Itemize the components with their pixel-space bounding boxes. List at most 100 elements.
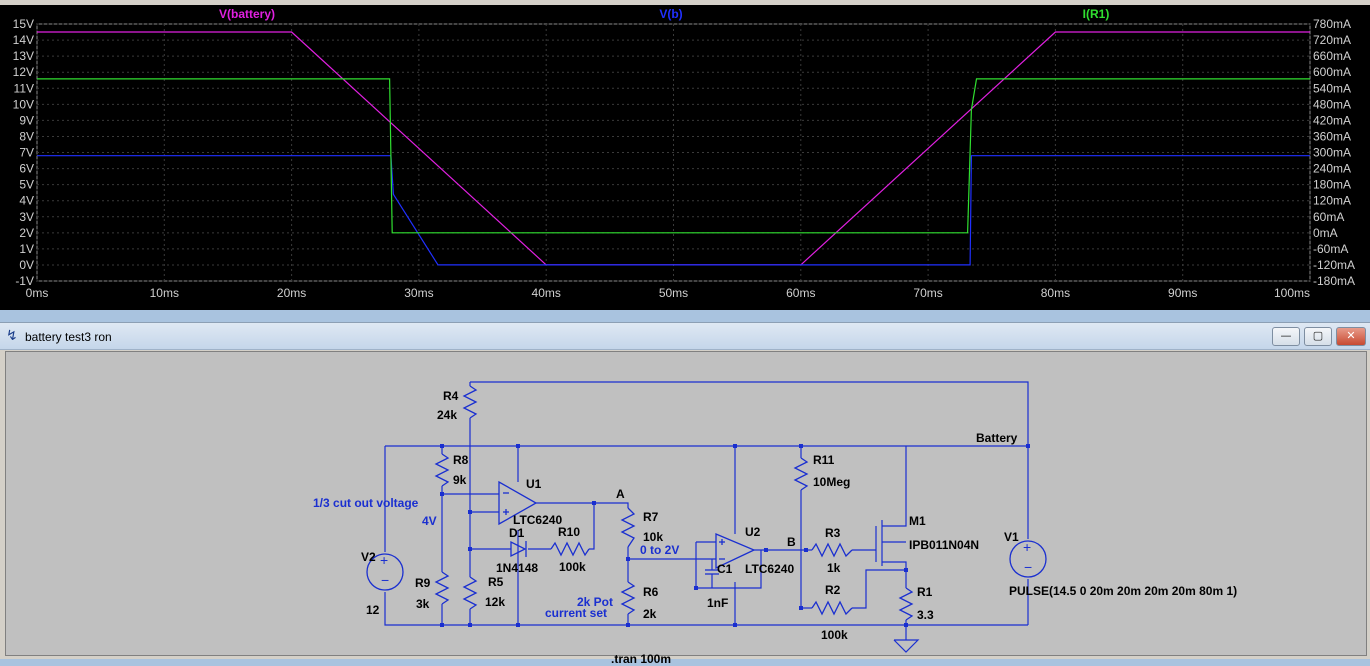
spice-directive[interactable]: .tran 100m — [611, 652, 672, 666]
x-tick-label: 100ms — [1274, 286, 1310, 300]
v1-symbol — [1009, 540, 1047, 578]
u2-value[interactable]: LTC6240 — [745, 562, 795, 576]
y-left-tick-label: 9V — [19, 113, 34, 127]
schematic-window[interactable]: ↯ battery test3 ron — ▢ ✕ — [0, 322, 1370, 666]
r10-symbol — [550, 541, 590, 557]
net-label-battery[interactable]: Battery — [976, 431, 1018, 445]
r2-value[interactable]: 100k — [821, 628, 848, 642]
x-tick-label: 70ms — [913, 286, 942, 300]
r10-value[interactable]: 100k — [559, 560, 586, 574]
schematic-opamps — [498, 480, 756, 570]
y-left-tick-label: 8V — [19, 129, 34, 143]
svg-text:+: + — [1023, 539, 1031, 555]
m1-ref[interactable]: M1 — [909, 514, 926, 528]
svg-text:+: + — [380, 552, 388, 568]
voltage-sources — [366, 540, 1047, 591]
r1-value[interactable]: 3.3 — [917, 608, 934, 622]
schematic-titlebar[interactable]: ↯ battery test3 ron — ▢ ✕ — [0, 323, 1370, 350]
y-right-tick-label: 60mA — [1313, 210, 1344, 224]
schematic-app-icon: ↯ — [6, 328, 18, 344]
v1-ref[interactable]: V1 — [1004, 530, 1019, 544]
v2-value[interactable]: 12 — [366, 603, 380, 617]
r6-symbol — [620, 581, 636, 615]
r10-ref[interactable]: R10 — [558, 525, 581, 539]
close-button[interactable]: ✕ — [1336, 327, 1366, 346]
x-tick-label: 20ms — [277, 286, 306, 300]
trace-label[interactable]: V(battery) — [219, 7, 275, 21]
y-left-tick-label: 6V — [19, 162, 34, 176]
plot-grid — [36, 23, 1311, 282]
r2-ref[interactable]: R2 — [825, 583, 841, 597]
trace-labels[interactable]: V(battery) V(b) I(R1) — [219, 7, 1109, 21]
y-right-tick-label: 720mA — [1313, 33, 1351, 47]
y-left-tick-label: 15V — [13, 17, 34, 31]
m1-value[interactable]: IPB011N04N — [909, 538, 980, 552]
trace-label[interactable]: I(R1) — [1083, 7, 1110, 21]
c1-ref[interactable]: C1 — [717, 562, 733, 576]
r1-ref[interactable]: R1 — [917, 585, 933, 599]
r7-ref[interactable]: R7 — [643, 510, 659, 524]
r7-symbol — [620, 507, 636, 548]
r4-value[interactable]: 24k — [437, 408, 458, 422]
r6-ref[interactable]: R6 — [643, 585, 659, 599]
v2-symbol — [366, 553, 404, 591]
minimize-button[interactable]: — — [1272, 327, 1300, 346]
comment-2k-pot[interactable]: 2k Pot — [577, 595, 614, 609]
d1-value[interactable]: 1N4148 — [496, 561, 539, 575]
r5-ref[interactable]: R5 — [488, 575, 504, 589]
y-right-tick-label: 420mA — [1313, 113, 1351, 127]
r8-ref[interactable]: R8 — [453, 453, 469, 467]
r7-value[interactable]: 10k — [643, 530, 664, 544]
y-right-tick-label: 600mA — [1313, 65, 1351, 79]
maximize-button[interactable]: ▢ — [1304, 327, 1332, 346]
trace-label[interactable]: V(b) — [659, 7, 682, 21]
y-right-tick-label: 240mA — [1313, 162, 1351, 176]
r9-symbol — [434, 571, 450, 605]
r6-value[interactable]: 2k — [643, 607, 657, 621]
v2-ref[interactable]: V2 — [361, 550, 376, 564]
c1-symbol — [705, 569, 719, 575]
schematic-resistors — [434, 385, 914, 621]
r11-value[interactable]: 10Meg — [813, 475, 851, 489]
r9-value[interactable]: 3k — [416, 597, 430, 611]
comment-current-set[interactable]: current set — [545, 606, 608, 620]
u1-value[interactable]: LTC6240 — [513, 513, 563, 527]
pane-splitter[interactable] — [0, 310, 1370, 320]
comment-0-to-2v[interactable]: 0 to 2V — [640, 543, 680, 557]
r4-ref[interactable]: R4 — [443, 389, 459, 403]
comment-cutout-voltage[interactable]: 1/3 cut out voltage — [313, 496, 419, 510]
x-tick-label: 0ms — [26, 286, 49, 300]
y-left-tick-label: -1V — [15, 274, 34, 288]
window-title: battery test3 ron — [25, 330, 112, 344]
r9-ref[interactable]: R9 — [415, 576, 431, 590]
v1-value[interactable]: PULSE(14.5 0 20m 20m 20m 20m 80m 1) — [1009, 584, 1238, 598]
schematic-canvas[interactable]: +− +− R4 24k R8 9k R9 3k R — [5, 351, 1367, 666]
r8-value[interactable]: 9k — [453, 473, 467, 487]
y-right-tick-label: 660mA — [1313, 49, 1351, 63]
r3-value[interactable]: 1k — [827, 561, 841, 575]
comment-4v[interactable]: 4V — [422, 514, 437, 528]
schematic-wires — [384, 381, 1029, 653]
y-left-tick-label: 7V — [19, 146, 34, 160]
y-left-tick-label: 5V — [19, 178, 34, 192]
trace-line-i-r1-[interactable] — [37, 78, 1310, 234]
r5-value[interactable]: 12k — [485, 595, 506, 609]
r11-ref[interactable]: R11 — [813, 453, 835, 467]
c1-value[interactable]: 1nF — [707, 596, 729, 610]
r8-symbol — [434, 453, 450, 487]
x-tick-label: 50ms — [659, 286, 688, 300]
d1-ref[interactable]: D1 — [509, 526, 525, 540]
net-label-a[interactable]: A — [616, 487, 625, 501]
r3-ref[interactable]: R3 — [825, 526, 841, 540]
u1-ref[interactable]: U1 — [526, 477, 542, 491]
net-label-b[interactable]: B — [787, 535, 796, 549]
x-tick-label: 90ms — [1168, 286, 1197, 300]
y-left-tick-label: 3V — [19, 210, 34, 224]
schematic-drawing: +− +− — [366, 381, 1047, 653]
u2-ref[interactable]: U2 — [745, 525, 761, 539]
y-left-tick-label: 4V — [19, 194, 34, 208]
y-left-tick-label: 13V — [13, 49, 34, 63]
